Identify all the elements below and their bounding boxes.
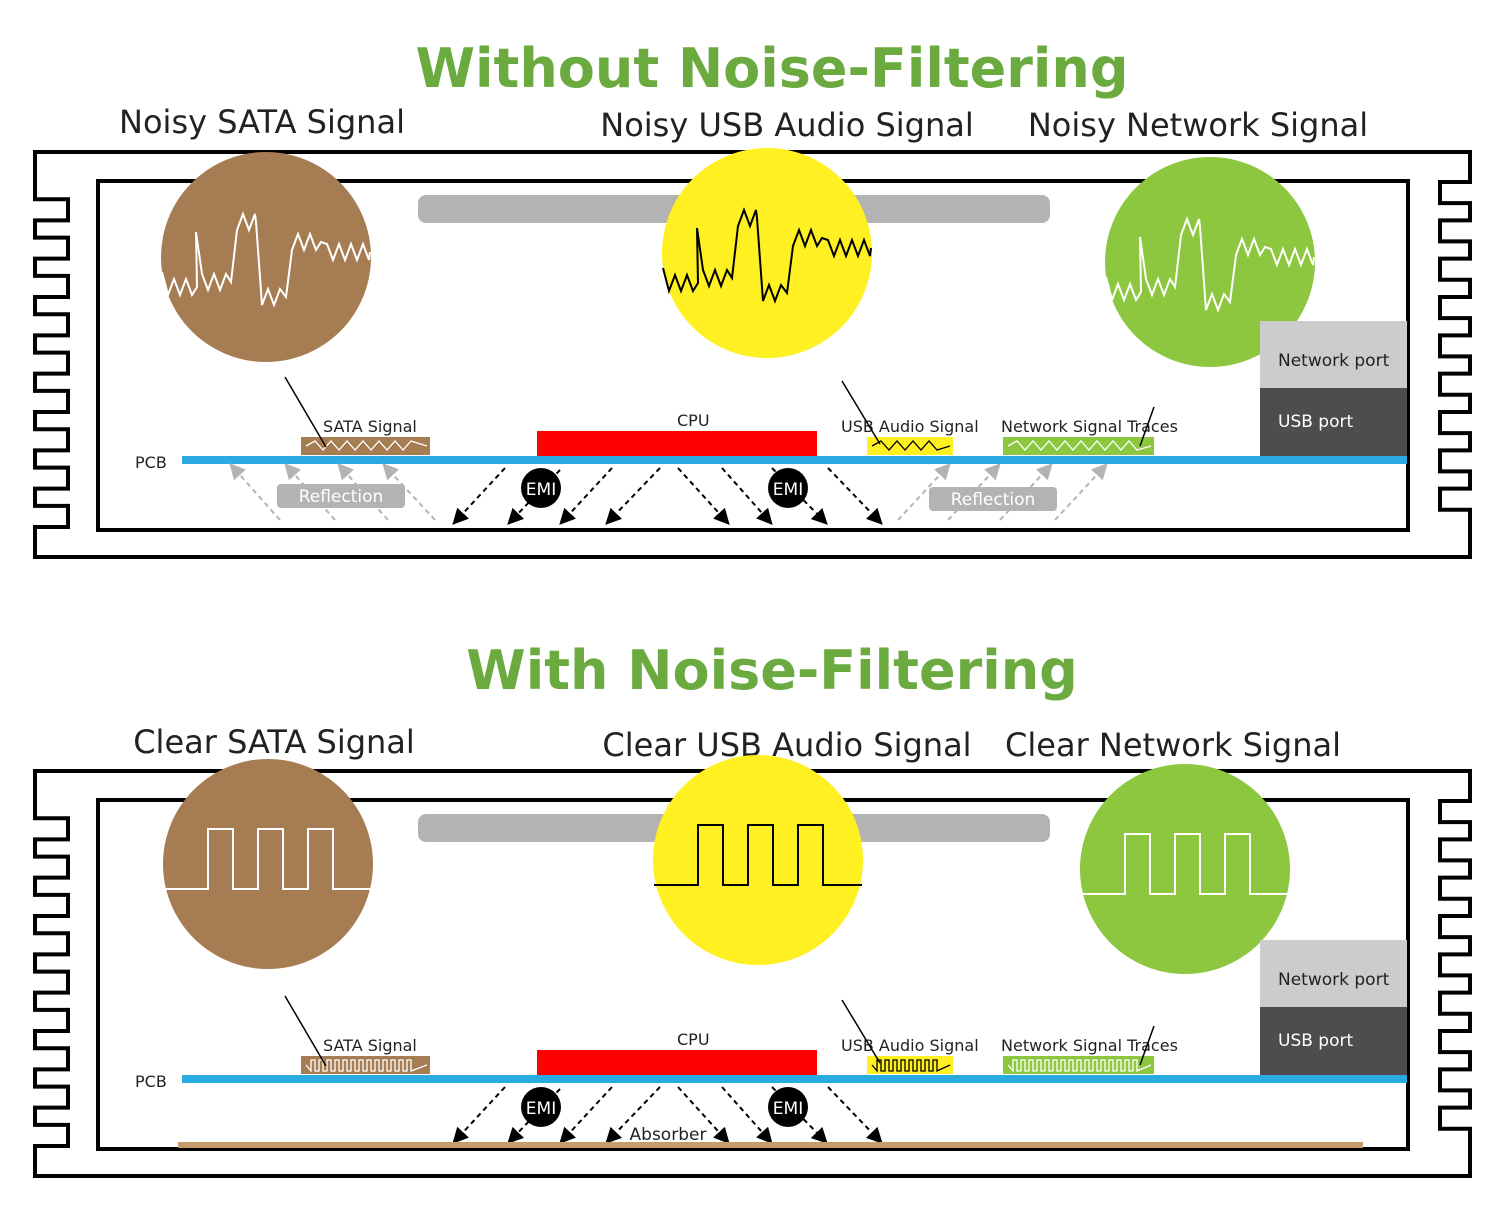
- emi-badge: [521, 468, 561, 508]
- usb-audio-trace-waveform: [871, 440, 951, 451]
- pcb-board: [182, 456, 1407, 464]
- sata-signal-circle: [161, 152, 371, 362]
- reflection-label: Reflection: [951, 490, 1036, 510]
- panel-title: Without Noise-Filtering: [415, 37, 1128, 100]
- network-waveform: [1081, 833, 1289, 895]
- sata-trace-label: SATA Signal: [323, 417, 417, 436]
- usb-audio-trace-waveform: [871, 1059, 951, 1073]
- usb-port: [1260, 1007, 1407, 1075]
- network-port-label: Network port: [1278, 970, 1390, 990]
- network-callout-line: [1139, 406, 1155, 447]
- usb-signal-circle: [662, 148, 872, 358]
- pcb-board: [182, 1075, 1407, 1083]
- network-callout-line: [1139, 1025, 1155, 1066]
- usb-callout-line: [841, 380, 881, 445]
- network-signal-circle: [1105, 157, 1315, 367]
- reflection-label: Reflection: [299, 487, 384, 507]
- network-signal-title: Noisy Network Signal: [1028, 106, 1368, 144]
- emi-label: EMI: [773, 1099, 803, 1119]
- network-trace-label: Network Signal Traces: [1001, 1036, 1178, 1055]
- sata-waveform: [164, 828, 372, 890]
- network-trace: [1003, 437, 1154, 455]
- reflection-box: [277, 484, 405, 508]
- reflection-arrow: [382, 463, 436, 521]
- cpu: [537, 431, 817, 456]
- emi-label: EMI: [526, 480, 556, 500]
- network-signal-title: Clear Network Signal: [1005, 726, 1341, 764]
- emi-label: EMI: [526, 1099, 556, 1119]
- usb-audio-trace: [867, 1056, 953, 1074]
- usb-signal-title: Noisy USB Audio Signal: [600, 106, 973, 144]
- emi-arrow: [721, 1086, 773, 1144]
- emi-arrow: [559, 1086, 613, 1144]
- sata-callout-line: [284, 995, 327, 1067]
- emi-arrow: [452, 1086, 506, 1144]
- network-waveform: [1105, 216, 1315, 313]
- usb-port-label: USB port: [1278, 412, 1353, 432]
- sata-trace: [301, 437, 430, 455]
- reflection-arrow: [897, 463, 951, 521]
- network-trace-waveform: [1007, 440, 1152, 451]
- network-port: [1260, 940, 1407, 1007]
- absorber-layer: [178, 1142, 1363, 1148]
- sata-signal-title: Noisy SATA Signal: [119, 103, 405, 141]
- cpu: [537, 1050, 817, 1075]
- emi-arrow: [677, 467, 730, 525]
- sata-signal-title: Clear SATA Signal: [133, 723, 415, 761]
- reflection-arrow: [229, 463, 281, 521]
- emi-arrow: [559, 467, 613, 525]
- emi-badge: [768, 1087, 808, 1127]
- network-signal-circle: [1080, 764, 1290, 974]
- chassis-outline: [33, 769, 1472, 1178]
- sata-callout-line: [284, 376, 327, 448]
- network-trace-label: Network Signal Traces: [1001, 417, 1178, 436]
- sata-trace-waveform: [305, 1059, 428, 1073]
- usb-waveform: [662, 207, 872, 304]
- pcb-label: PCB: [135, 1072, 167, 1091]
- reflection-box: [929, 487, 1057, 511]
- sata-waveform: [161, 211, 371, 308]
- usb-signal-circle: [653, 755, 863, 965]
- emi-label: EMI: [773, 480, 803, 500]
- usb-audio-trace-label: USB Audio Signal: [841, 417, 979, 436]
- network-port: [1260, 321, 1407, 388]
- pcb-label: PCB: [135, 453, 167, 472]
- emi-badge: [768, 468, 808, 508]
- emi-arrow: [605, 467, 661, 525]
- emi-badge: [521, 1087, 561, 1127]
- sata-trace-label: SATA Signal: [323, 1036, 417, 1055]
- emi-arrow: [677, 1086, 730, 1144]
- usb-port-label: USB port: [1278, 1031, 1353, 1051]
- usb-audio-trace: [867, 437, 953, 455]
- chassis-outline: [33, 150, 1472, 559]
- cpu-label: CPU: [677, 1030, 710, 1049]
- sata-signal-circle: [163, 759, 373, 969]
- emi-arrow: [827, 467, 883, 525]
- emi-arrow: [452, 467, 506, 525]
- network-port-label: Network port: [1278, 351, 1390, 371]
- usb-port: [1260, 388, 1407, 456]
- cpu-label: CPU: [677, 411, 710, 430]
- usb-signal-title: Clear USB Audio Signal: [602, 726, 971, 764]
- emi-arrow: [721, 467, 773, 525]
- reflection-arrow: [1054, 463, 1108, 521]
- panel-title: With Noise-Filtering: [466, 639, 1078, 702]
- emi-arrow: [827, 1086, 883, 1144]
- usb-callout-line: [841, 999, 881, 1064]
- sata-trace: [301, 1056, 430, 1074]
- absorber-label: Absorber: [630, 1125, 707, 1145]
- usb-audio-trace-label: USB Audio Signal: [841, 1036, 979, 1055]
- usb-waveform: [654, 824, 862, 886]
- network-trace-waveform: [1007, 1059, 1152, 1073]
- emi-arrow: [605, 1086, 661, 1144]
